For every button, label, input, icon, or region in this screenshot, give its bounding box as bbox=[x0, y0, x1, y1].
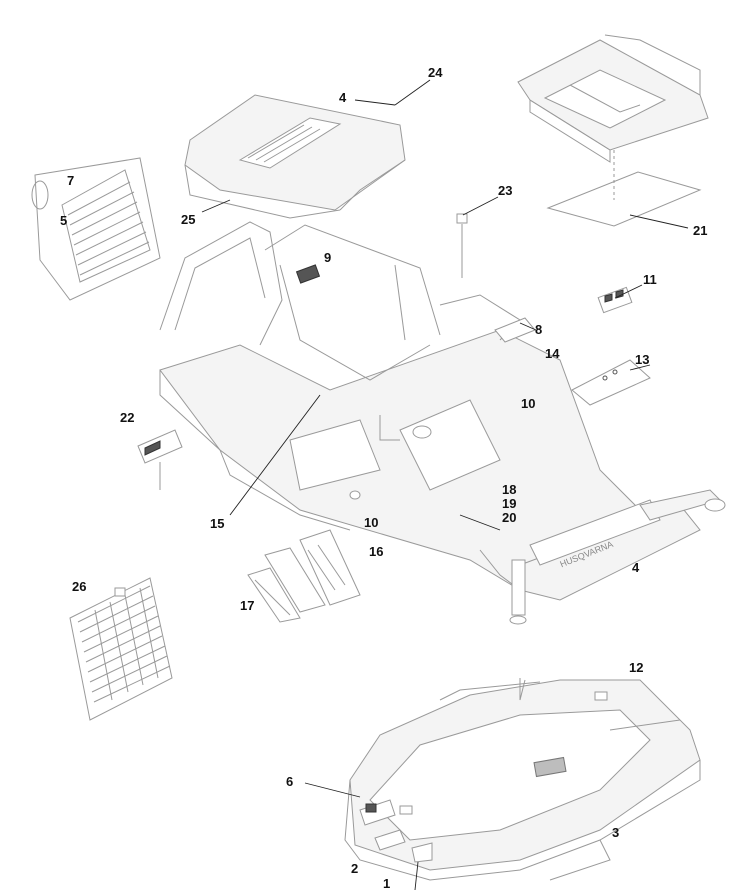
callout-12: 12 bbox=[629, 660, 644, 675]
plate-13 bbox=[571, 359, 651, 406]
callout-3: 3 bbox=[612, 825, 620, 840]
callout-1: 1 bbox=[383, 876, 391, 891]
radiator-screen-part bbox=[69, 577, 173, 721]
plate-16 bbox=[299, 529, 361, 606]
callout-10-right: 10 bbox=[521, 396, 536, 411]
grille-panel-part bbox=[31, 157, 161, 301]
callout-18: 18 bbox=[502, 482, 517, 497]
callout-22: 22 bbox=[120, 410, 135, 425]
callout-14: 14 bbox=[545, 346, 560, 361]
callout-4-top: 4 bbox=[339, 90, 347, 105]
decal-11 bbox=[597, 286, 633, 314]
callout-25: 25 bbox=[181, 212, 196, 227]
plate-17 bbox=[247, 547, 326, 623]
callout-21: 21 bbox=[693, 223, 708, 238]
seat-part bbox=[517, 34, 709, 163]
callout-13: 13 bbox=[635, 352, 650, 367]
chassis-frame-part: HUSQVARNA bbox=[159, 221, 726, 625]
callout-7: 7 bbox=[67, 173, 75, 188]
decal-9 bbox=[295, 264, 321, 284]
decal-22 bbox=[137, 429, 183, 490]
callout-4-frame: 4 bbox=[632, 560, 640, 575]
hood-cover-part bbox=[184, 94, 406, 219]
callout-5: 5 bbox=[60, 213, 68, 228]
callout-9: 9 bbox=[324, 250, 332, 265]
callout-23: 23 bbox=[498, 183, 513, 198]
callout-17: 17 bbox=[240, 598, 255, 613]
callout-8: 8 bbox=[535, 322, 543, 337]
decal-23 bbox=[456, 213, 468, 278]
callout-6: 6 bbox=[286, 774, 294, 789]
mower-deck-part bbox=[344, 678, 701, 881]
callout-16: 16 bbox=[369, 544, 384, 559]
seat-plate-part bbox=[546, 150, 702, 227]
callout-24: 24 bbox=[428, 65, 443, 80]
callout-10-center: 10 bbox=[364, 515, 379, 530]
callout-15: 15 bbox=[210, 516, 225, 531]
callout-11: 11 bbox=[643, 272, 657, 287]
callout-20: 20 bbox=[502, 510, 517, 525]
callout-26: 26 bbox=[72, 579, 87, 594]
callout-2: 2 bbox=[351, 861, 359, 876]
leader-lines bbox=[201, 79, 689, 891]
callout-19: 19 bbox=[502, 496, 517, 511]
